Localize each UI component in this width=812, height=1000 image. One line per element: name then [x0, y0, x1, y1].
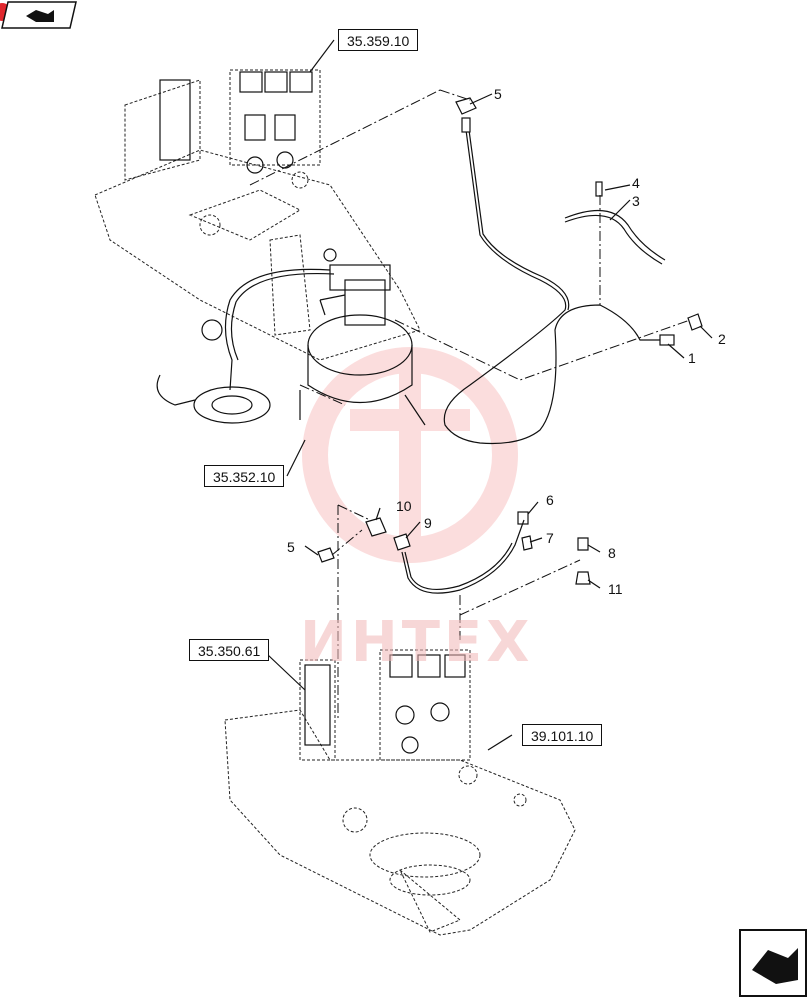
callout-2: 2: [718, 331, 726, 347]
next-page-button[interactable]: [740, 930, 806, 996]
ref-35-359-10[interactable]: 35.359.10: [338, 29, 419, 51]
lower-valve-stack: [304, 654, 466, 754]
watermark-text: ИНТЕХ: [300, 610, 534, 675]
callout-10: 10: [396, 498, 412, 514]
ref-35-352-10[interactable]: 35.352.10: [204, 465, 285, 487]
callout-6: 6: [546, 492, 554, 508]
callout-5-upper: 5: [494, 86, 502, 102]
lower-valve-assembly: [224, 649, 576, 936]
upper-hose-left: [156, 268, 335, 424]
callout-11: 11: [608, 581, 623, 597]
ref-35-350-61[interactable]: 35.350.61: [189, 639, 270, 661]
callout-3: 3: [632, 193, 640, 209]
upper-valve-assembly: [94, 69, 421, 361]
leader-lines: [267, 39, 713, 751]
watermark-gear-logo: [302, 347, 518, 563]
next-page-arrow-icon[interactable]: [739, 929, 807, 997]
middle-guide-lines: [331, 504, 581, 720]
callout-1: 1: [688, 350, 696, 366]
ref-39-101-10[interactable]: 39.101.10: [522, 724, 603, 746]
back-arrow-icon[interactable]: [0, 1, 77, 29]
fitting-1: [659, 334, 675, 346]
back-button[interactable]: [0, 0, 78, 30]
callout-9: 9: [424, 515, 432, 531]
upper-guide-lines: [249, 89, 691, 406]
callout-7: 7: [546, 530, 554, 546]
fitting-2: [687, 313, 703, 331]
clip-4: [595, 181, 603, 197]
swivel-motor: [299, 248, 426, 426]
fitting-5-upper: [455, 97, 477, 133]
callout-8: 8: [608, 545, 616, 561]
hose-3: [564, 209, 666, 265]
hose-middle: [401, 519, 525, 594]
hose-long: [443, 129, 668, 445]
callout-4: 4: [632, 175, 640, 191]
callout-5-lower: 5: [287, 539, 295, 555]
